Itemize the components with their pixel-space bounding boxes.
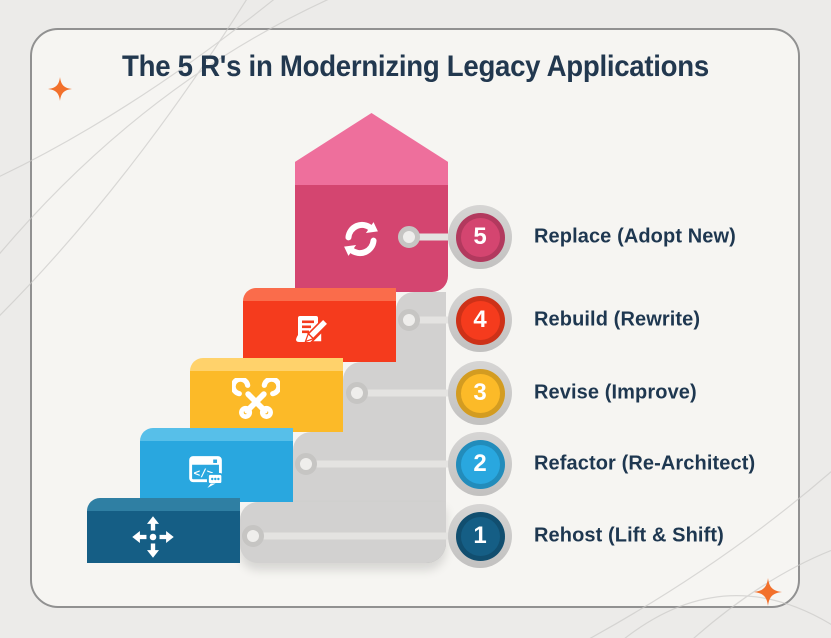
tools-icon <box>231 377 280 419</box>
step-label: Rehost (Lift & Shift) <box>534 524 724 547</box>
step-label: Rebuild (Rewrite) <box>534 308 701 331</box>
step-1-rehost <box>87 498 240 563</box>
step-number: 5 <box>473 223 487 250</box>
code-window-icon: </> <box>188 455 223 488</box>
arrow-head <box>295 113 448 187</box>
step-label: Replace (Adopt New) <box>534 225 736 248</box>
connector-line <box>357 389 464 397</box>
step-number: 4 <box>473 306 487 333</box>
edit-document-icon <box>295 315 329 343</box>
step-lip <box>140 428 293 441</box>
step-number-badge: 4 <box>448 288 512 352</box>
connector-dot <box>295 453 317 475</box>
connector-line <box>306 460 464 468</box>
step-3-revise <box>190 358 343 432</box>
connector-line <box>409 233 464 241</box>
step-number-badge: 5 <box>448 205 512 269</box>
connector-dot <box>242 525 264 547</box>
step-number-badge: 3 <box>448 361 512 425</box>
connector-line <box>409 316 464 324</box>
step-label: Refactor (Re-Architect) <box>534 452 756 475</box>
step-5-replace <box>295 113 448 292</box>
connector-line <box>253 532 464 540</box>
step-2-refactor: </> <box>140 428 293 502</box>
page-title: The 5 R's in Modernizing Legacy Applicat… <box>122 50 709 83</box>
connector-dot <box>398 309 420 331</box>
step-number-badge: 1 <box>448 504 512 568</box>
step-4-rebuild <box>243 288 396 362</box>
connector-dot <box>398 226 420 248</box>
step-number: 1 <box>473 522 487 549</box>
step-number: 3 <box>473 379 487 406</box>
step-label: Revise (Improve) <box>534 381 697 404</box>
step-number-badge: 2 <box>448 432 512 496</box>
connector-dot <box>346 382 368 404</box>
sync-icon <box>343 221 378 256</box>
step-lip <box>190 358 343 371</box>
step-lip <box>243 288 396 301</box>
move-icon <box>131 516 174 558</box>
step-number: 2 <box>473 450 487 477</box>
step-lip <box>87 498 240 511</box>
sparkle-icon <box>754 578 782 606</box>
